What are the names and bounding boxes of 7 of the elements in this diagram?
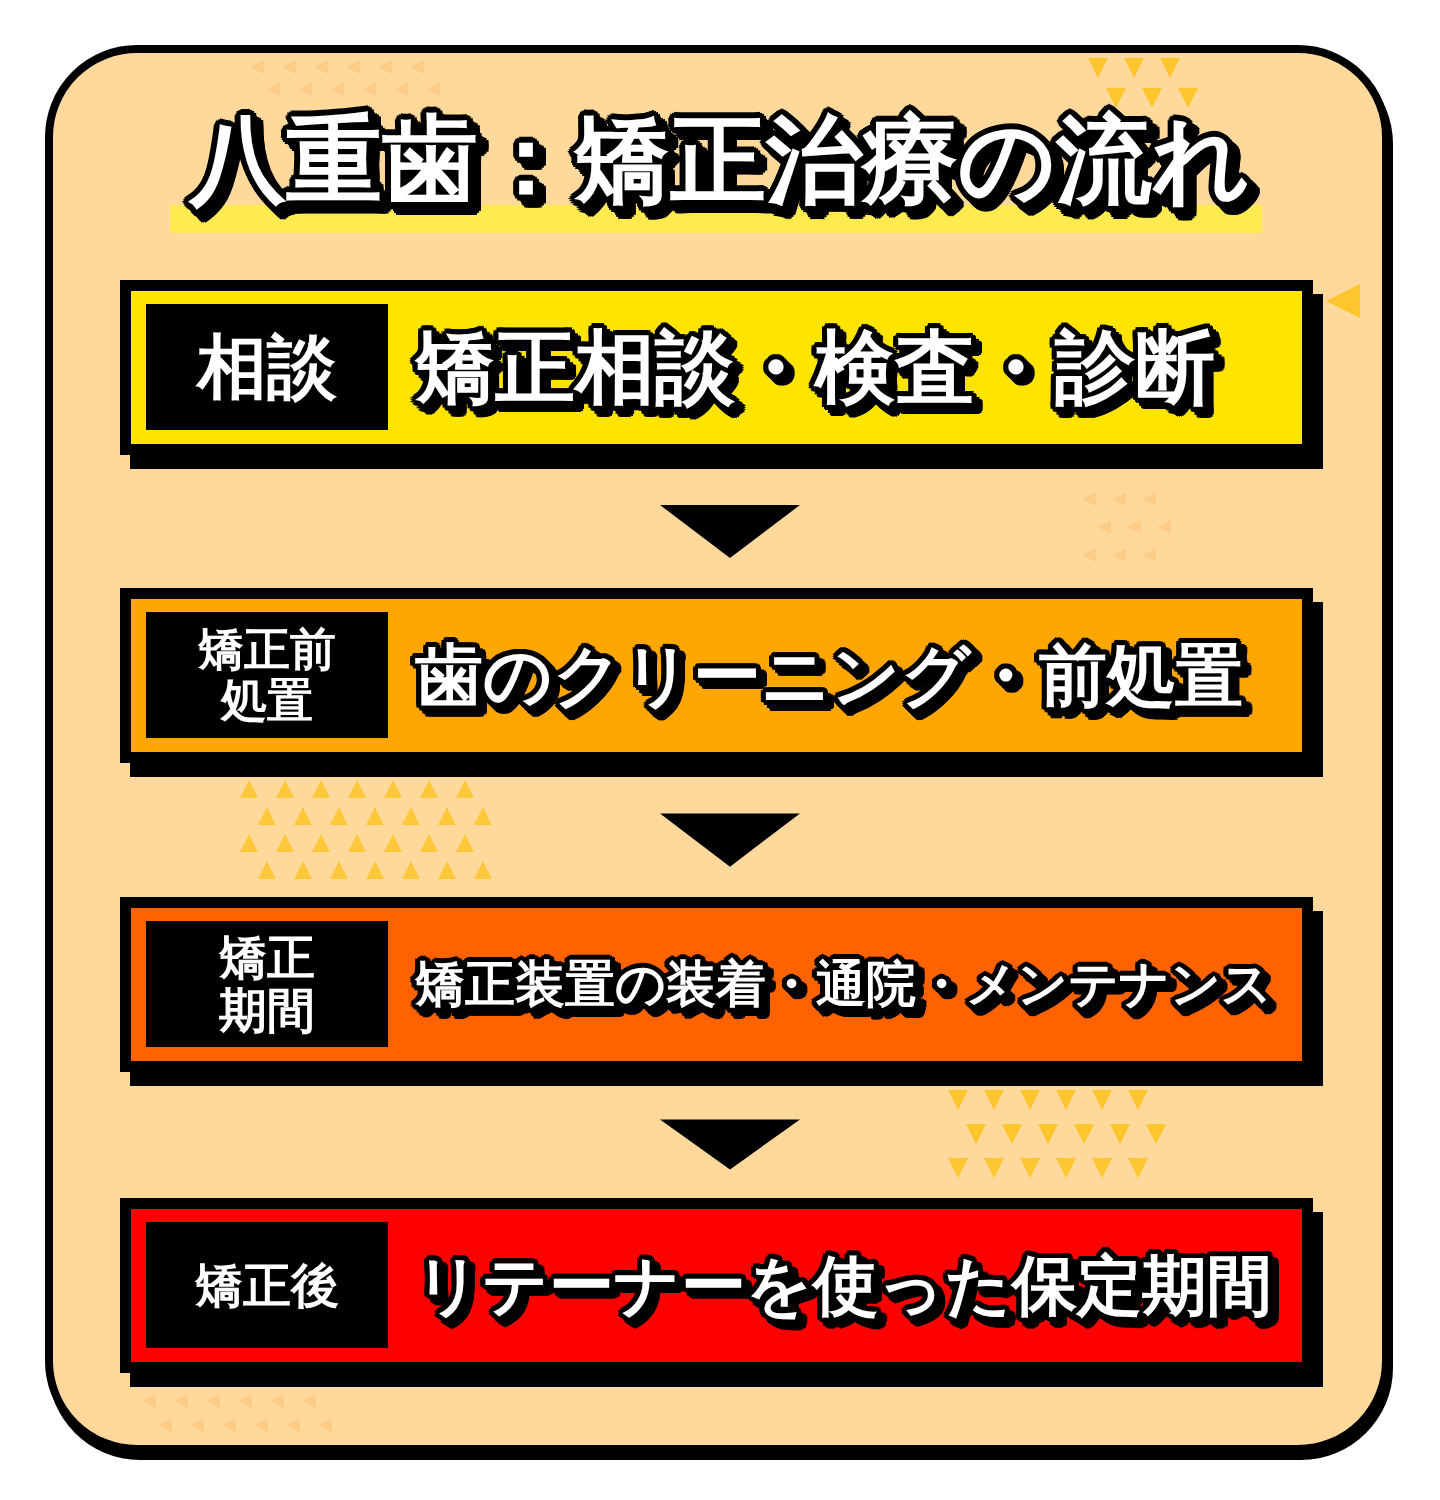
label-box: 矯正期間	[146, 921, 388, 1047]
arrow	[660, 813, 800, 867]
label-box: 相談	[146, 304, 388, 430]
arrow	[660, 1119, 800, 1170]
label-box: 矯正後	[146, 1222, 388, 1348]
label-box: 矯正前処置	[146, 612, 388, 738]
arrow	[660, 505, 800, 558]
